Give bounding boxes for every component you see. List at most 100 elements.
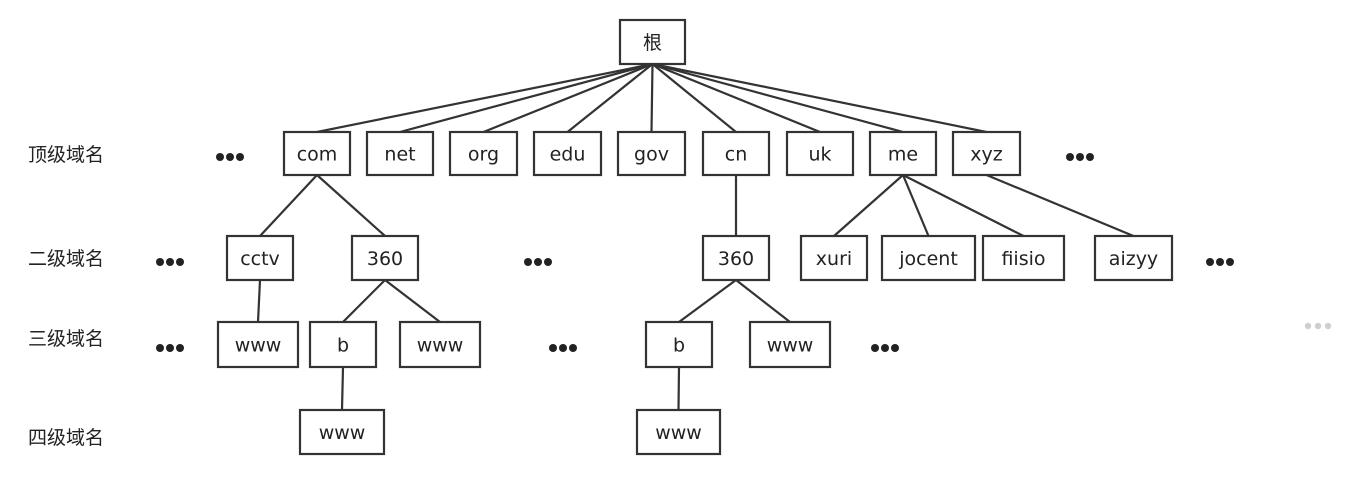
node-label: cctv: [240, 248, 280, 270]
node-label: com: [297, 144, 338, 166]
node-box: [448, 130, 519, 177]
node-box: [282, 130, 352, 177]
edge-root-com: [316, 62, 653, 134]
more-dots-icon: [156, 344, 184, 352]
edge-root-uk: [652, 62, 821, 134]
node-label: b: [673, 335, 685, 357]
node-com360_b: b: [308, 320, 378, 369]
node-box: [644, 320, 714, 369]
node-root: 根: [618, 18, 687, 66]
node-box: [951, 130, 1022, 177]
more-dots-icon: [524, 258, 552, 266]
node-cn360: 360: [701, 234, 771, 282]
edge-cn360-cn360_b: [678, 279, 737, 323]
edge-root-edu: [566, 63, 654, 133]
node-label: edu: [550, 144, 586, 166]
node-label: gov: [634, 144, 669, 166]
node-label: xyz: [970, 144, 1002, 166]
edge-root-xyz: [652, 62, 987, 134]
node-cctv_www: www: [216, 320, 300, 369]
node-me: me: [868, 130, 938, 177]
node-cn360_b: b: [644, 320, 714, 369]
node-cn360_www: www: [748, 320, 832, 369]
edge-com-com360: [316, 174, 386, 237]
node-label: cn: [725, 144, 748, 166]
node-box: [350, 234, 420, 282]
node-net: net: [365, 130, 435, 177]
node-label: uk: [808, 144, 831, 166]
node-label: 360: [367, 248, 403, 270]
node-label: www: [417, 335, 464, 357]
node-box: [635, 408, 722, 456]
more-dots-icon: [1206, 258, 1234, 266]
edge-root-gov: [650, 63, 654, 133]
edge-com360-com360_b: [342, 279, 386, 323]
node-cn: cn: [701, 130, 771, 177]
nodes: 根 com net org edu gov cn uk me xyz cctv 360 360 xuri j…: [216, 18, 1174, 456]
level-label-fourth: 四级域名: [28, 427, 104, 449]
more-dots-icon: [156, 258, 184, 266]
node-box: [785, 130, 855, 177]
edges: [256, 62, 1134, 411]
node-label: org: [468, 144, 499, 166]
node-label: net: [384, 144, 415, 166]
node-gov: gov: [616, 130, 687, 177]
edge-me-fiisio: [902, 174, 1024, 237]
edge-com360_b-com360_b_www: [340, 366, 345, 411]
more-dots-icon: [1304, 322, 1332, 330]
node-uk: uk: [785, 130, 855, 177]
node-box: [701, 130, 771, 177]
node-cn360_b_www: www: [635, 408, 722, 456]
node-com360_b_www: www: [298, 408, 386, 456]
node-label: b: [337, 335, 349, 357]
more-dots-icon: [871, 344, 899, 352]
level-label-third: 三级域名: [28, 328, 104, 350]
node-box: [308, 320, 378, 369]
edge-com-cctv: [259, 174, 318, 237]
node-label: xuri: [816, 248, 852, 270]
node-aizyy: aizyy: [1093, 234, 1174, 282]
node-edu: edu: [532, 130, 603, 177]
node-com360_www: www: [398, 320, 482, 369]
node-box: [880, 234, 977, 282]
node-box: [616, 130, 687, 177]
edge-root-net: [399, 62, 653, 134]
node-box: [225, 234, 295, 282]
node-jocent: jocent: [880, 234, 977, 282]
node-label: www: [235, 335, 282, 357]
node-box: [799, 234, 869, 282]
node-com: com: [282, 130, 352, 177]
node-box: [532, 130, 603, 177]
node-box: [1093, 234, 1174, 282]
edge-xyz-aizyy: [986, 173, 1134, 238]
level-label-second: 二级域名: [28, 248, 104, 270]
node-box: [701, 234, 771, 282]
edge-com360-com360_www: [384, 279, 441, 323]
node-box: [398, 320, 482, 369]
node-cctv: cctv: [225, 234, 295, 282]
node-xyz: xyz: [951, 130, 1022, 177]
edge-me-xuri: [833, 174, 904, 237]
node-org: org: [448, 130, 519, 177]
edge-cctv-cctv_www: [256, 279, 262, 323]
edge-root-cn: [651, 63, 737, 133]
edge-cn360-cn360_www: [735, 279, 791, 323]
node-label: www: [655, 422, 702, 444]
node-box: [216, 320, 300, 369]
node-label: www: [319, 422, 366, 444]
edge-cn360_b-cn360_b_www: [677, 366, 681, 411]
node-box: [748, 320, 832, 369]
node-fiisio: fiisio: [981, 234, 1066, 282]
node-box: [618, 18, 687, 66]
node-label: jocent: [898, 248, 958, 270]
node-com360: 360: [350, 234, 420, 282]
edge-root-org: [483, 62, 653, 134]
more-dots-icon: [216, 153, 244, 161]
node-label: 根: [643, 32, 662, 54]
node-box: [298, 408, 386, 456]
ellipses: [156, 153, 1332, 352]
edge-me-jocent: [901, 174, 930, 237]
node-label: 360: [718, 248, 754, 270]
node-label: aizyy: [1109, 248, 1158, 270]
